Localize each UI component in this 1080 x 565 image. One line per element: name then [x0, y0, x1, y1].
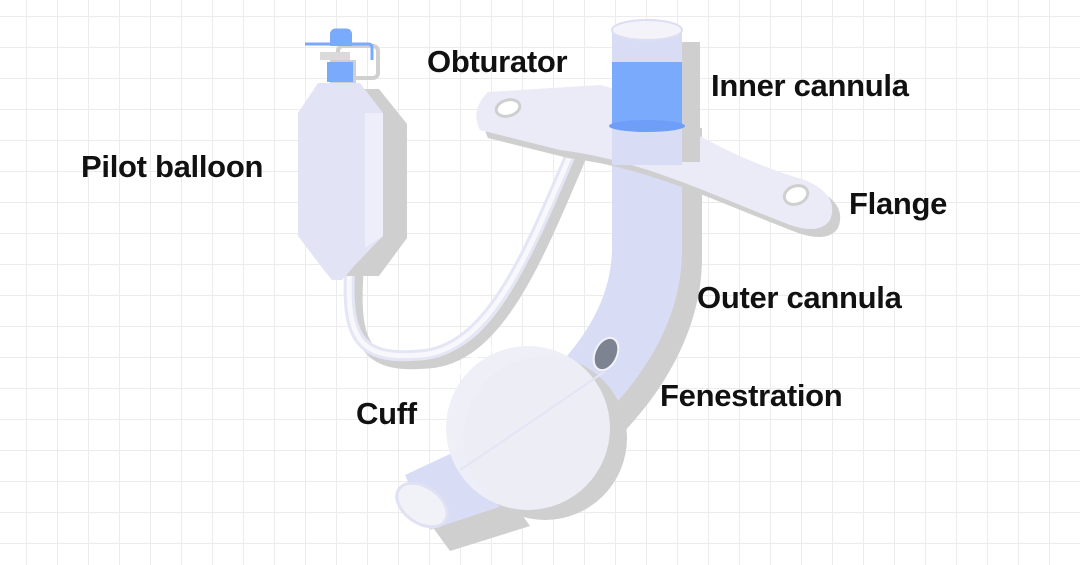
label-obturator: Obturator [427, 44, 568, 79]
pilot-line [343, 107, 596, 362]
fenestration [592, 336, 620, 372]
label-pilot-balloon: Pilot balloon [81, 149, 264, 184]
label-fenestration: Fenestration [660, 378, 843, 413]
label-inner-cannula: Inner cannula [711, 68, 909, 103]
label-outer-cannula: Outer cannula [697, 280, 902, 315]
pilot-balloon-valve [305, 28, 380, 90]
label-flange: Flange [849, 186, 948, 221]
outer-cannula [500, 120, 682, 462]
inner-cannula [609, 19, 700, 165]
label-cuff: Cuff [356, 396, 417, 431]
pilot-balloon [298, 83, 407, 280]
cuff [446, 343, 610, 510]
